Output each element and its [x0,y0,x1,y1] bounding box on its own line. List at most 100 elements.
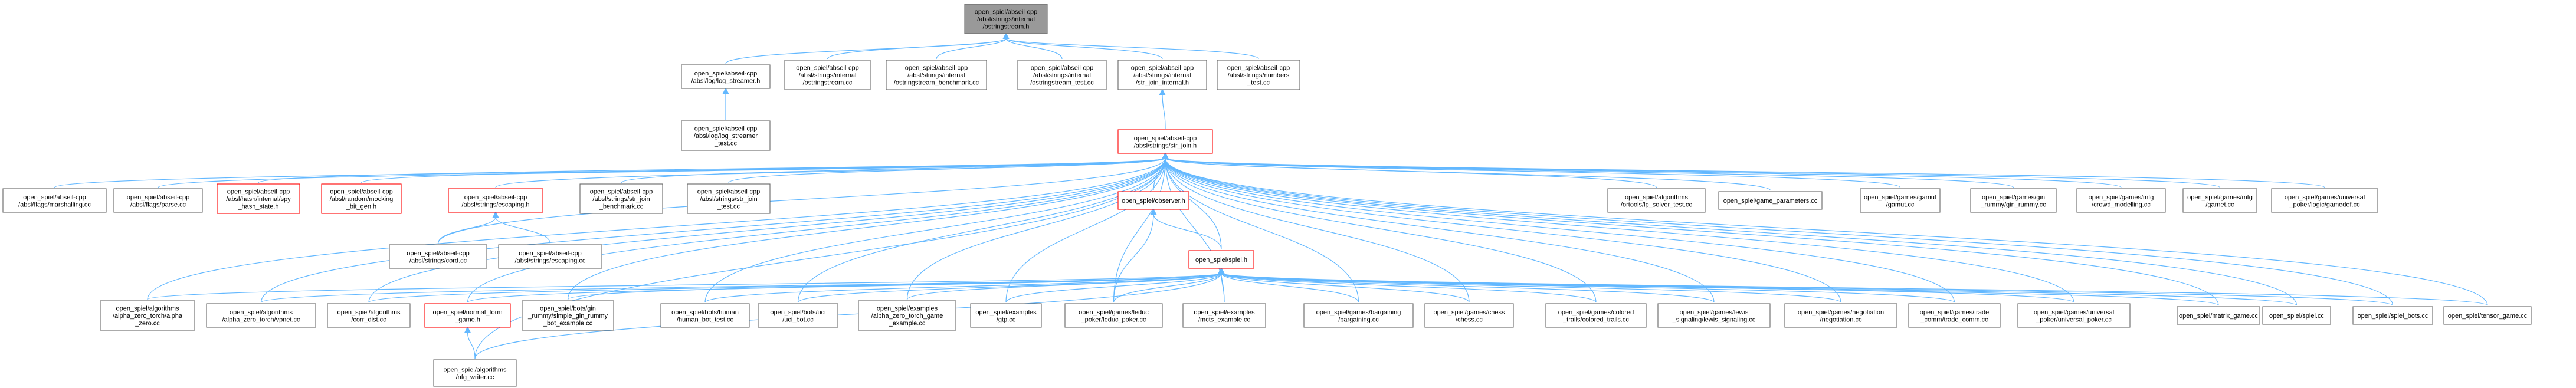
graph-node[interactable]: open_spiel/abseil-cpp/absl/strings/cord.… [389,244,487,269]
dependency-edge [906,152,1169,300]
node-box [1860,188,1941,213]
node-box [522,300,614,331]
graph-node[interactable]: open_spiel/abseil-cpp/absl/flags/parse.c… [113,188,203,213]
graph-node[interactable]: open_spiel/games/mfg/crowd_modelling.cc [2076,188,2166,213]
graph-node[interactable]: open_spiel/games/trade_comm/trade_comm.c… [1908,303,2001,328]
node-box [1117,191,1189,210]
graph-node[interactable]: open_spiel/abseil-cpp/absl/strings/escap… [498,244,602,269]
node-label-line: /nfg_writer.cc [456,374,494,381]
graph-node[interactable]: open_spiel/tensor_game.cc [2443,306,2532,325]
node-box [1117,60,1207,90]
graph-node[interactable]: open_spiel/games/universal_poker/logic/g… [2271,188,2378,213]
node-label-line: /absl/strings/internal [1133,72,1191,79]
node-box [2262,306,2331,325]
graph-node[interactable]: open_spiel/spiel.cc [2262,306,2331,325]
graph-node[interactable]: open_spiel/matrix_game.cc [2177,306,2260,325]
graph-node[interactable]: open_spiel/spiel_bots.cc [2352,306,2433,325]
dependency-edge [1162,152,1359,303]
node-label-line: /alpha_zero_torch/alpha [113,313,183,320]
graph-node[interactable]: open_spiel/abseil-cpp/absl/random/mockin… [321,183,402,214]
graph-node[interactable]: open_spiel/abseil-cpp/absl/strings/escap… [448,188,543,213]
graph-node[interactable]: open_spiel/abseil-cpp/absl/strings/inter… [784,60,871,90]
graph-node[interactable]: open_spiel/games/universal_poker/univers… [2017,303,2131,328]
graph-node[interactable]: open_spiel/games/colored_trails/colored_… [1545,303,1647,328]
node-label-line: open_spiel/game_parameters.cc [1723,198,1818,205]
node-label-line: open_spiel/abseil-cpp [1131,65,1194,72]
graph-node[interactable]: open_spiel/examples/alpha_zero_torch_gam… [858,300,956,331]
node-label-line: /absl/random/mocking [330,196,394,203]
graph-node[interactable]: open_spiel/games/gin_rummy/gin_rummy.cc [1970,188,2057,213]
dependency-edge [1218,267,1359,303]
graph-node[interactable]: open_spiel/abseil-cpp/absl/log/log_strea… [681,120,771,151]
graph-node[interactable]: open_spiel/normal_form_game.h [424,303,511,328]
graph-node[interactable]: open_spiel/abseil-cpp/absl/strings/inter… [1017,60,1107,90]
node-label-line: open_spiel/abseil-cpp [1134,135,1197,142]
node-label-line: open_spiel/abseil-cpp [1227,65,1290,72]
graph-node[interactable]: open_spiel/examples/mcts_example.cc [1182,303,1266,328]
graph-node[interactable]: open_spiel/algorithms/ortools/lp_solver_… [1607,188,1706,213]
dependency-edge [1162,152,2219,306]
graph-node[interactable]: open_spiel/games/negotiation/negotiation… [1784,303,1897,328]
graph-node[interactable]: open_spiel/spiel.h [1188,250,1254,269]
graph-node[interactable]: open_spiel/observer.h [1117,191,1189,210]
node-label-line: open_spiel/bots/human [671,309,739,316]
node-label-line: open_spiel/bots/uci [770,309,825,316]
node-label-line: _zero.cc [135,320,160,327]
graph-node[interactable]: open_spiel/game_parameters.cc [1718,191,1823,210]
graph-node[interactable]: open_spiel/algorithms/alpha_zero_torch/v… [206,303,316,328]
node-label-line: open_spiel/abseil-cpp [407,250,469,257]
graph-node[interactable]: open_spiel/abseil-cpp/absl/hash/internal… [217,183,300,214]
graph-node[interactable]: open_spiel/games/mfg/garnet.cc [2182,188,2257,213]
graph-node[interactable]: open_spiel/abseil-cpp/absl/strings/inter… [1117,60,1207,90]
node-label-line: _test.cc [717,203,740,211]
dependency-edge [1162,152,2394,306]
graph-node[interactable]: open_spiel/games/leduc_poker/leduc_poker… [1064,303,1163,328]
graph-node[interactable]: open_spiel/algorithms/nfg_writer.cc [433,359,517,387]
graph-node[interactable]: open_spiel/games/lewis_signaling/lewis_s… [1657,303,1771,328]
node-box [2,188,107,213]
graph-node[interactable]: open_spiel/abseil-cpp/absl/strings/str_j… [687,183,771,214]
node-box [1607,188,1706,213]
graph-node[interactable]: open_spiel/bots/human/human_bot_test.cc [660,303,750,328]
graph-node[interactable]: open_spiel/abseil-cpp/absl/strings/str_j… [1117,129,1213,154]
graph-node[interactable]: open_spiel/bots/gin_rummy/simple_gin_rum… [522,300,614,331]
dependency-edge [1218,267,1470,303]
dependency-edge [437,152,1169,244]
dependency-edge [1218,267,2488,306]
graph-node[interactable]: open_spiel/examples/gtp.cc [970,303,1042,328]
node-label-line: /absl/strings/internal [799,72,857,79]
graph-node[interactable]: open_spiel/abseil-cpp/absl/flags/marshal… [2,188,107,213]
graph-node[interactable]: open_spiel/bots/uci/uci_bot.cc [758,303,838,328]
node-label-line: _rummy/simple_gin_rummy [527,313,608,320]
graph-node[interactable]: open_spiel/games/bargaining/bargaining.c… [1303,303,1414,328]
dependency-edge [1162,152,1597,303]
node-label-line: /uci_bot.cc [782,316,814,323]
dependency-edge [1005,267,1225,303]
graph-node[interactable]: open_spiel/abseil-cpp/absl/strings/inter… [886,60,987,90]
dependency-edge [621,152,1169,183]
node-box [681,64,771,89]
dependency-edge [797,152,1169,303]
node-label-line: /absl/strings/str_join.h [1134,142,1197,149]
node-label-line: /gamut.cc [1886,201,1915,208]
graph-node[interactable]: open_spiel/abseil-cpp/absl/strings/str_j… [579,183,663,214]
graph-node[interactable]: open_spiel/abseil-cpp/absl/strings/inter… [964,4,1048,34]
dependency-edge [567,267,1225,300]
graph-node[interactable]: open_spiel/games/gamut/gamut.cc [1860,188,1941,213]
node-label-line: /absl/hash/internal/spy [226,196,291,203]
graph-node[interactable]: open_spiel/algorithms/corr_dist.cc [327,303,411,328]
graph-node[interactable]: open_spiel/abseil-cpp/absl/log/log_strea… [681,64,771,89]
node-box [758,303,838,328]
node-label-line: /ostringstream_test.cc [1030,80,1094,87]
graph-node[interactable]: open_spiel/algorithms/alpha_zero_torch/a… [100,300,195,331]
node-label-line: open_spiel/algorithms [337,309,401,316]
node-label-line: _signaling/lewis_signaling.cc [1672,316,1756,323]
dependency-edge [1162,152,2221,188]
graph-node[interactable]: open_spiel/games/chess/chess.cc [1424,303,1514,328]
node-label-line: open_spiel/algorithms [230,309,293,316]
graph-node[interactable]: open_spiel/abseil-cpp/absl/strings/numbe… [1217,60,1300,90]
node-label-line: /mcts_example.cc [1198,316,1251,323]
node-label-line: open_spiel/bots/gin [540,305,596,313]
dependency-edge [1002,32,1163,60]
node-label-line: open_spiel/abseil-cpp [464,194,527,201]
